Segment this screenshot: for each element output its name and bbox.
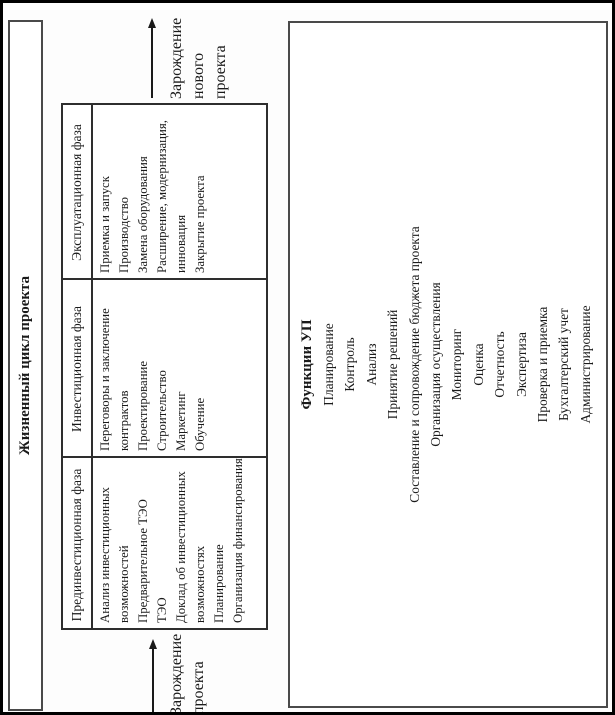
function-item: Контроль <box>342 337 358 392</box>
function-item: Отчетность <box>492 331 508 398</box>
phase-content-cell: Приемка и запуск Производство Замена обо… <box>93 107 264 273</box>
phase-item: Закрытие проекта <box>193 175 207 273</box>
function-item: Мониторинг <box>449 328 465 401</box>
phase-item: Производство <box>117 196 131 273</box>
phase-header-cell: Эксплуатационная фаза <box>63 105 93 278</box>
phase-section-investment: Инвестиционная фаза Переговоры и заключе… <box>63 280 266 458</box>
phase-item: Предварительное ТЭО <box>136 499 150 623</box>
phase-header: Эксплуатационная фаза <box>69 124 84 261</box>
phase-item: Переговоры и заключение <box>98 308 112 451</box>
phase-content-cell: Переговоры и заключение контрактов Проек… <box>93 282 264 451</box>
phase-content-rotated: Переговоры и заключение контрактов Проек… <box>96 282 264 451</box>
label-line: Зарождение <box>168 17 185 99</box>
phase-item: ТЭО <box>155 597 169 623</box>
phase-item: Приемка и запуск <box>98 176 112 273</box>
arrow-up-icon <box>148 18 156 28</box>
phase-header-rotated: Инвестиционная фаза <box>63 280 91 456</box>
function-item: Составление и сопровождение бюджета прое… <box>406 226 422 503</box>
phase-header-cell: Инвестиционная фаза <box>63 280 93 456</box>
phase-header: Прединвестиционная фаза <box>69 468 84 622</box>
functions-title: Функции УП <box>299 319 315 410</box>
phase-content: Анализ инвестиционных возможностей Предв… <box>96 458 248 623</box>
bottom-arrow-label: Зарождение проекта <box>166 633 214 715</box>
phase-item: Планирование <box>212 544 226 623</box>
phase-content: Приемка и запуск Производство Замена обо… <box>96 107 210 273</box>
function-item: Администрирование <box>577 305 593 424</box>
function-item: Экспертиза <box>513 332 529 397</box>
lifecycle-title: Жизненный цикл проекта <box>17 275 33 456</box>
phase-item: Строительство <box>155 370 169 451</box>
functions-panel: Функции УП Планирование Контроль Анализ … <box>288 21 608 708</box>
top-arrow-line <box>151 27 153 98</box>
phase-table: Эксплуатационная фаза Приемка и запуск П… <box>61 103 268 630</box>
phase-header-rotated: Прединвестиционная фаза <box>63 458 91 628</box>
phase-header-cell: Прединвестиционная фаза <box>63 458 93 628</box>
phase-content-rotated: Приемка и запуск Производство Замена обо… <box>96 107 264 273</box>
phase-item: Проектирование <box>136 360 150 451</box>
phase-section-preinvestment: Прединвестиционная фаза Анализ инвестици… <box>63 458 266 628</box>
phase-item: Замена оборудования <box>136 156 150 273</box>
function-item: Организация осуществления <box>428 282 444 447</box>
top-arrow-label-text: Зарождение нового проекта <box>166 18 232 99</box>
function-item: Проверка и приемка <box>535 306 551 423</box>
phase-content-rotated: Анализ инвестиционных возможностей Предв… <box>96 458 264 623</box>
phase-header-rotated: Эксплуатационная фаза <box>63 105 91 278</box>
function-item: Принятие решений <box>385 309 401 420</box>
phase-content: Переговоры и заключение контрактов Проек… <box>96 282 210 451</box>
phase-item: возможностях <box>193 545 207 623</box>
phase-item: Организация финансирования <box>231 458 245 623</box>
arrow-up-icon <box>149 639 157 649</box>
lifecycle-title-box: Жизненный цикл проекта <box>8 20 43 711</box>
phase-section-operational: Эксплуатационная фаза Приемка и запуск П… <box>63 105 266 280</box>
label-line: проекта <box>212 45 229 99</box>
label-line: нового <box>190 52 207 99</box>
top-arrow-label: Зарождение нового проекта <box>166 16 236 99</box>
phase-item: Анализ инвестиционных <box>98 487 112 623</box>
function-item: Анализ <box>363 343 379 386</box>
lifecycle-title-rotated: Жизненный цикл проекта <box>10 22 41 709</box>
functions-rotated: Функции УП Планирование Контроль Анализ … <box>296 23 601 706</box>
phase-item: Обучение <box>193 397 207 451</box>
phase-item: Расширение, модернизация, <box>155 120 169 273</box>
phase-content-cell: Анализ инвестиционных возможностей Предв… <box>93 458 264 623</box>
function-item: Планирование <box>321 323 336 406</box>
phase-item: Маркетинг <box>174 391 188 451</box>
phase-item: возможностей <box>117 545 131 623</box>
label-line: Зарождение <box>168 633 185 715</box>
phase-item: Доклад об инвестиционных <box>174 471 188 623</box>
function-item: Бухгалтерский учет <box>556 308 572 421</box>
bottom-arrow-line <box>152 648 154 712</box>
bottom-arrow-label-text: Зарождение проекта <box>166 633 210 715</box>
phase-item: инновация <box>174 214 188 273</box>
functions-list: Функции УП Планирование Контроль Анализ … <box>296 23 596 706</box>
function-item: Оценка <box>470 343 486 386</box>
phase-item: контрактов <box>117 390 131 451</box>
phase-header: Инвестиционная фаза <box>69 306 84 433</box>
label-line: проекта <box>190 661 207 715</box>
